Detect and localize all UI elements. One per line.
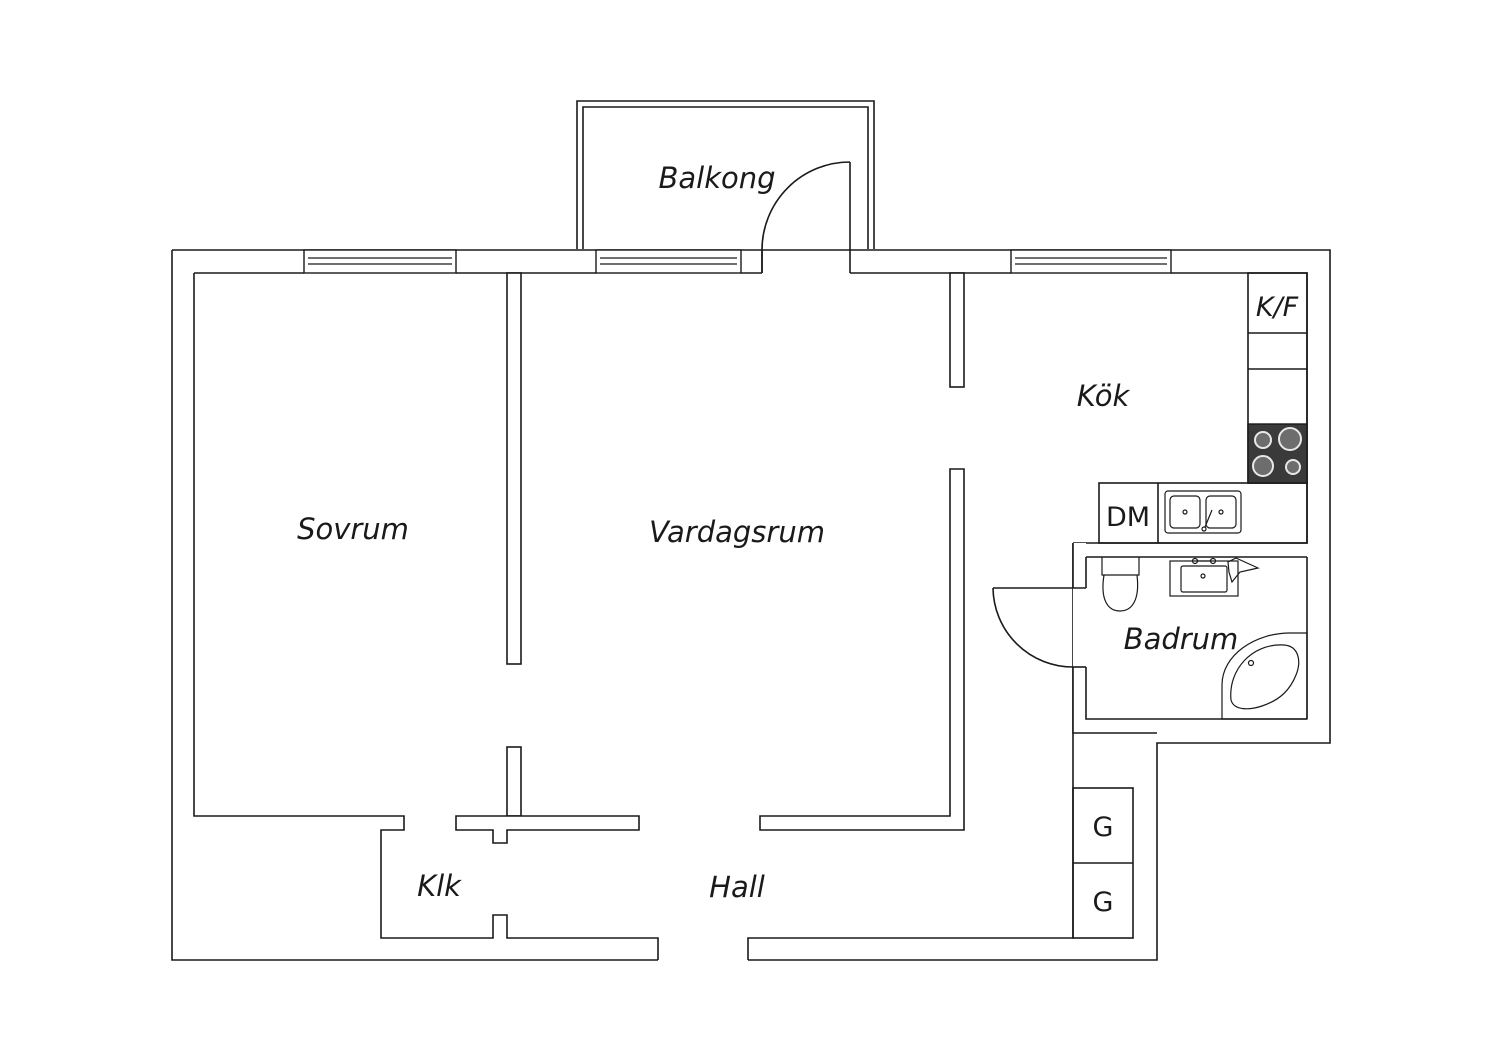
room-label-sovrum: Sovrum xyxy=(297,512,409,546)
fridge-freezer-label: K/F xyxy=(1256,292,1299,323)
window-kok xyxy=(1010,249,1172,274)
dishwasher: DM xyxy=(1106,502,1150,533)
balcony xyxy=(576,100,875,249)
fridge-freezer: K/F xyxy=(1256,292,1299,323)
room-label-balkong: Balkong xyxy=(658,161,775,195)
window-vardagsrum xyxy=(595,249,742,274)
room-label-klk: Klk xyxy=(417,869,462,903)
dishwasher-label: DM xyxy=(1106,502,1150,533)
kitchen-sink-icon xyxy=(1164,490,1242,534)
wardrobe-label-1: G xyxy=(1093,812,1114,843)
wardrobes: G G xyxy=(1072,787,1134,939)
balcony-door xyxy=(761,161,851,273)
room-label-vardagsrum: Vardagsrum xyxy=(649,515,825,549)
bathtub-icon xyxy=(1221,632,1308,720)
outer-walls xyxy=(171,249,1331,961)
window-sovrum xyxy=(303,249,457,274)
wardrobe-label-2: G xyxy=(1093,887,1114,918)
room-label-hall: Hall xyxy=(709,870,765,904)
room-label-badrum: Badrum xyxy=(1124,622,1239,656)
interior-walls xyxy=(455,272,1308,844)
toilet-icon xyxy=(1101,557,1140,612)
stove xyxy=(1247,423,1308,484)
bathroom-sink-icon xyxy=(1169,557,1260,597)
bathroom-door xyxy=(992,587,1086,668)
room-label-kok: Kök xyxy=(1077,379,1131,413)
